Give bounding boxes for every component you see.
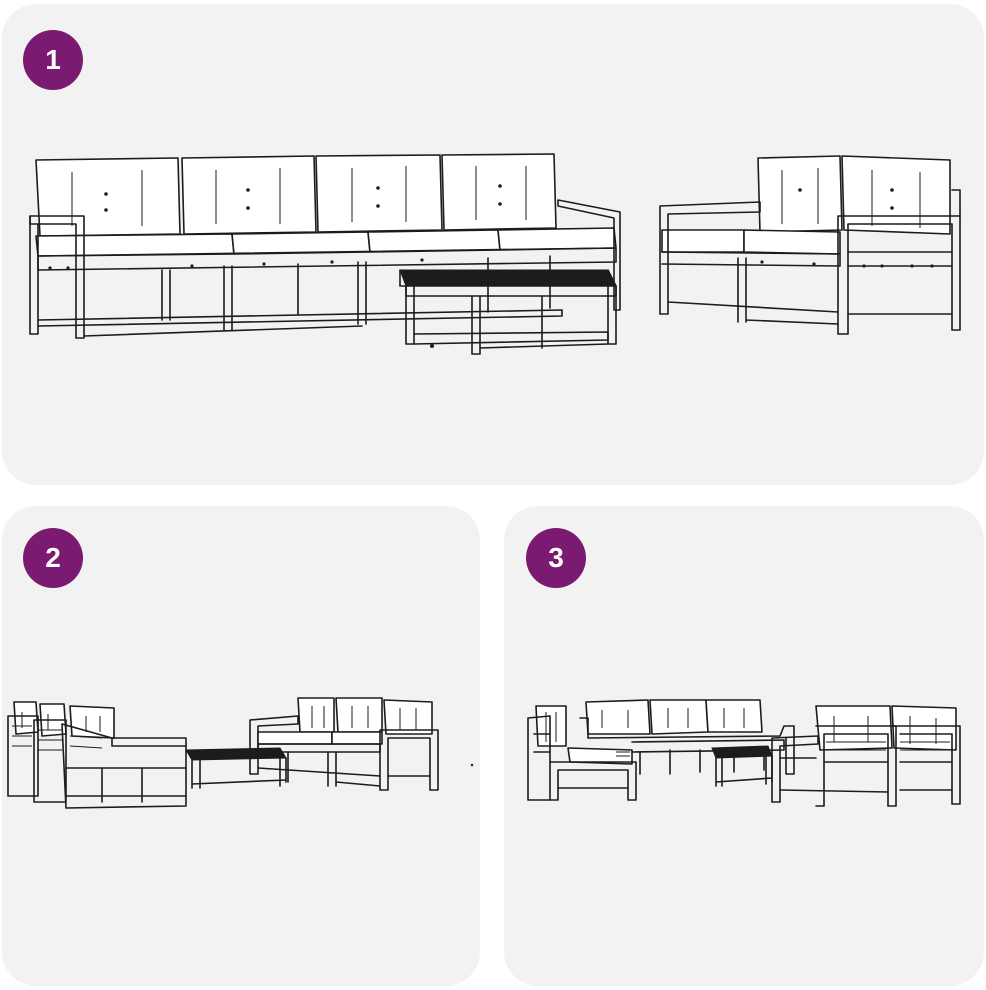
step-2-badge: 2	[23, 528, 83, 588]
long-sofa	[29, 153, 621, 339]
right-corner-sofa	[771, 705, 961, 807]
small-coffee-table	[185, 747, 287, 789]
step-1-badge: 1	[23, 30, 83, 90]
step-1-illustration	[29, 153, 961, 355]
left-sofa-group	[7, 701, 187, 809]
corner-sofa	[659, 155, 961, 335]
step-2-panel: 2	[2, 506, 480, 986]
step-3-illustration	[527, 699, 961, 807]
step-2-illustration	[7, 697, 474, 809]
step-3-badge: 3	[526, 528, 586, 588]
step-3-panel: 3	[504, 506, 984, 986]
center-table	[711, 745, 773, 787]
coffee-table	[399, 269, 617, 355]
right-sofa-group	[249, 697, 439, 791]
step-1-panel: 1	[2, 4, 984, 485]
left-chair-and-lounger	[527, 705, 637, 801]
back-sofa-row	[579, 699, 795, 775]
